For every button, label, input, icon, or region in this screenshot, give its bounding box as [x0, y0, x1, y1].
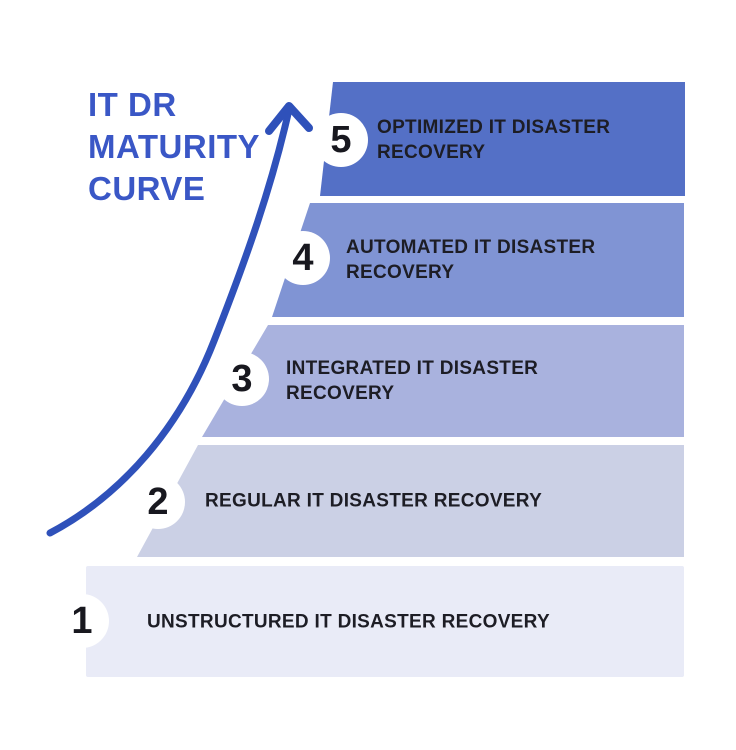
level-number-1: 1	[71, 600, 93, 642]
level-label-4: AUTOMATED IT DISASTER RECOVERY	[346, 237, 596, 283]
level-bar-2	[137, 445, 684, 557]
level-label-2: REGULAR IT DISASTER RECOVERY	[205, 490, 543, 512]
level-bar-3	[202, 325, 684, 437]
level-number-3: 3	[231, 358, 253, 400]
level-circle-3: 3	[215, 352, 269, 406]
level-label-1: UNSTRUCTURED IT DISASTER RECOVERY	[147, 611, 550, 633]
level-circle-5: 5	[314, 113, 368, 167]
level-bar-5	[320, 82, 685, 196]
level-number-4: 4	[292, 237, 314, 279]
level-circle-4: 4	[276, 231, 330, 285]
level-bar-1	[86, 566, 684, 677]
level-number-5: 5	[330, 119, 352, 161]
level-bar-4	[272, 203, 684, 317]
arrowhead-icon	[265, 102, 313, 135]
curve-line	[46, 110, 292, 537]
level-circle-1: 1	[55, 594, 109, 648]
page-title: IT DR MATURITY CURVE	[88, 86, 260, 207]
level-number-2: 2	[147, 481, 169, 523]
level-label-5: OPTIMIZED IT DISASTER RECOVERY	[377, 117, 611, 163]
level-label-3: INTEGRATED IT DISASTER RECOVERY	[286, 358, 539, 404]
level-circle-2: 2	[131, 475, 185, 529]
